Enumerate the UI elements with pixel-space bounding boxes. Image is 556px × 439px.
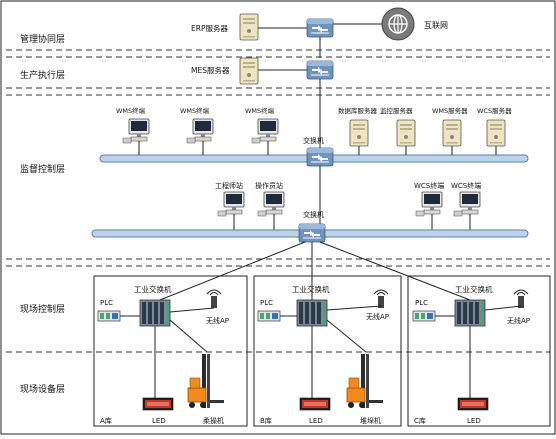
engineering-station-label: 工程师站	[215, 181, 243, 190]
zone-a-label: A库	[100, 416, 112, 425]
wms-server-icon	[442, 119, 462, 147]
zone-c-plc-label: PLC	[415, 299, 428, 307]
zone-a-ap-icon	[206, 289, 222, 309]
zone-c-ap-icon	[513, 289, 529, 309]
wcs-terminal-1-label: WCS终端	[414, 181, 444, 190]
wcs-server-label: WCS服务器	[477, 106, 512, 115]
zone-a-industrial-switch-label: 工业交换机	[134, 284, 172, 294]
zone-c-led-icon	[457, 397, 489, 411]
switch-1-label: 交换机	[303, 136, 324, 145]
switch-1-icon	[306, 147, 334, 167]
wms-terminal-1-icon	[122, 118, 150, 144]
operator-station-label: 操作员站	[255, 181, 283, 190]
zone-a-led-icon	[142, 397, 174, 411]
engineering-station-icon	[217, 191, 245, 217]
zone-b-stacker-label: 堆垛机	[360, 416, 381, 425]
zone-b-industrial-switch-icon	[296, 299, 328, 327]
layer-label-field-device: 现场设备层	[20, 383, 65, 395]
switch-2-label: 交换机	[303, 210, 324, 219]
monitor-server-label: 监控服务器	[380, 106, 413, 115]
zone-a-ap-label: 无线AP	[206, 316, 229, 325]
zone-b-plc-label: PLC	[260, 299, 273, 307]
database-server-icon	[349, 119, 369, 147]
erp-server-label: ERP服务器	[191, 23, 228, 33]
internet-globe-icon	[381, 7, 415, 41]
zone-c-ap-label: 无线AP	[507, 316, 530, 325]
wcs-server-icon	[486, 119, 506, 147]
zone-a-led-label: LED	[152, 417, 166, 425]
wcs-terminal-1-icon	[415, 191, 443, 217]
layer-separators	[6, 49, 550, 353]
mes-server-label: MES服务器	[191, 65, 230, 75]
zone-b-box	[253, 275, 402, 427]
zone-a-stacker-label: 柔操机	[203, 416, 224, 425]
zone-b-stacker-icon	[346, 353, 384, 409]
layer-label-field-control: 现场控制层	[20, 303, 65, 315]
zone-a-box	[93, 275, 248, 427]
wms-terminal-3-icon	[251, 118, 279, 144]
switch-2-icon	[298, 223, 326, 243]
zone-b-led-label: LED	[309, 417, 323, 425]
database-server-label: 数据库服务器	[338, 106, 378, 115]
zone-b-industrial-switch-label: 工业交换机	[292, 284, 330, 294]
wms-terminal-1-label: WMS终端	[116, 106, 146, 115]
zone-a-plc-icon	[97, 310, 121, 322]
layer-label-production: 生产执行层	[20, 69, 65, 81]
zone-a-plc-label: PLC	[100, 299, 113, 307]
layer-label-monitoring: 监督控制层	[20, 163, 65, 175]
zone-a-industrial-switch-icon	[139, 299, 171, 327]
zone-c-led-label: LED	[467, 417, 481, 425]
wms-terminal-2-label: WMS终端	[180, 106, 210, 115]
wcs-terminal-2-label: WCS终端	[451, 181, 481, 190]
wcs-terminal-2-icon	[453, 191, 481, 217]
mes-server-icon	[239, 57, 259, 85]
zone-a-stacker-icon	[187, 353, 225, 409]
zone-b-plc-icon	[257, 310, 281, 322]
mes-switch-icon	[306, 60, 334, 80]
zone-c-industrial-switch-icon	[454, 299, 486, 327]
erp-switch-icon	[306, 18, 334, 38]
zone-c-industrial-switch-label: 工业交换机	[455, 284, 493, 294]
zone-b-ap-icon	[373, 289, 389, 309]
internet-label: 互联网	[424, 21, 448, 30]
zone-c-box	[407, 275, 551, 427]
zone-b-ap-label: 无线AP	[366, 312, 389, 321]
zone-c-plc-icon	[412, 310, 436, 322]
zone-b-label: B库	[260, 416, 272, 425]
wms-server-label: WMS服务器	[432, 106, 468, 115]
monitor-server-icon	[396, 119, 416, 147]
wms-terminal-2-icon	[186, 118, 214, 144]
zone-c-label: C库	[414, 416, 426, 425]
wms-terminal-3-label: WMS终端	[245, 106, 275, 115]
erp-server-icon	[239, 13, 259, 41]
operator-station-icon	[257, 191, 285, 217]
layer-label-management: 管理协同层	[20, 33, 65, 45]
zone-b-led-icon	[299, 397, 331, 411]
